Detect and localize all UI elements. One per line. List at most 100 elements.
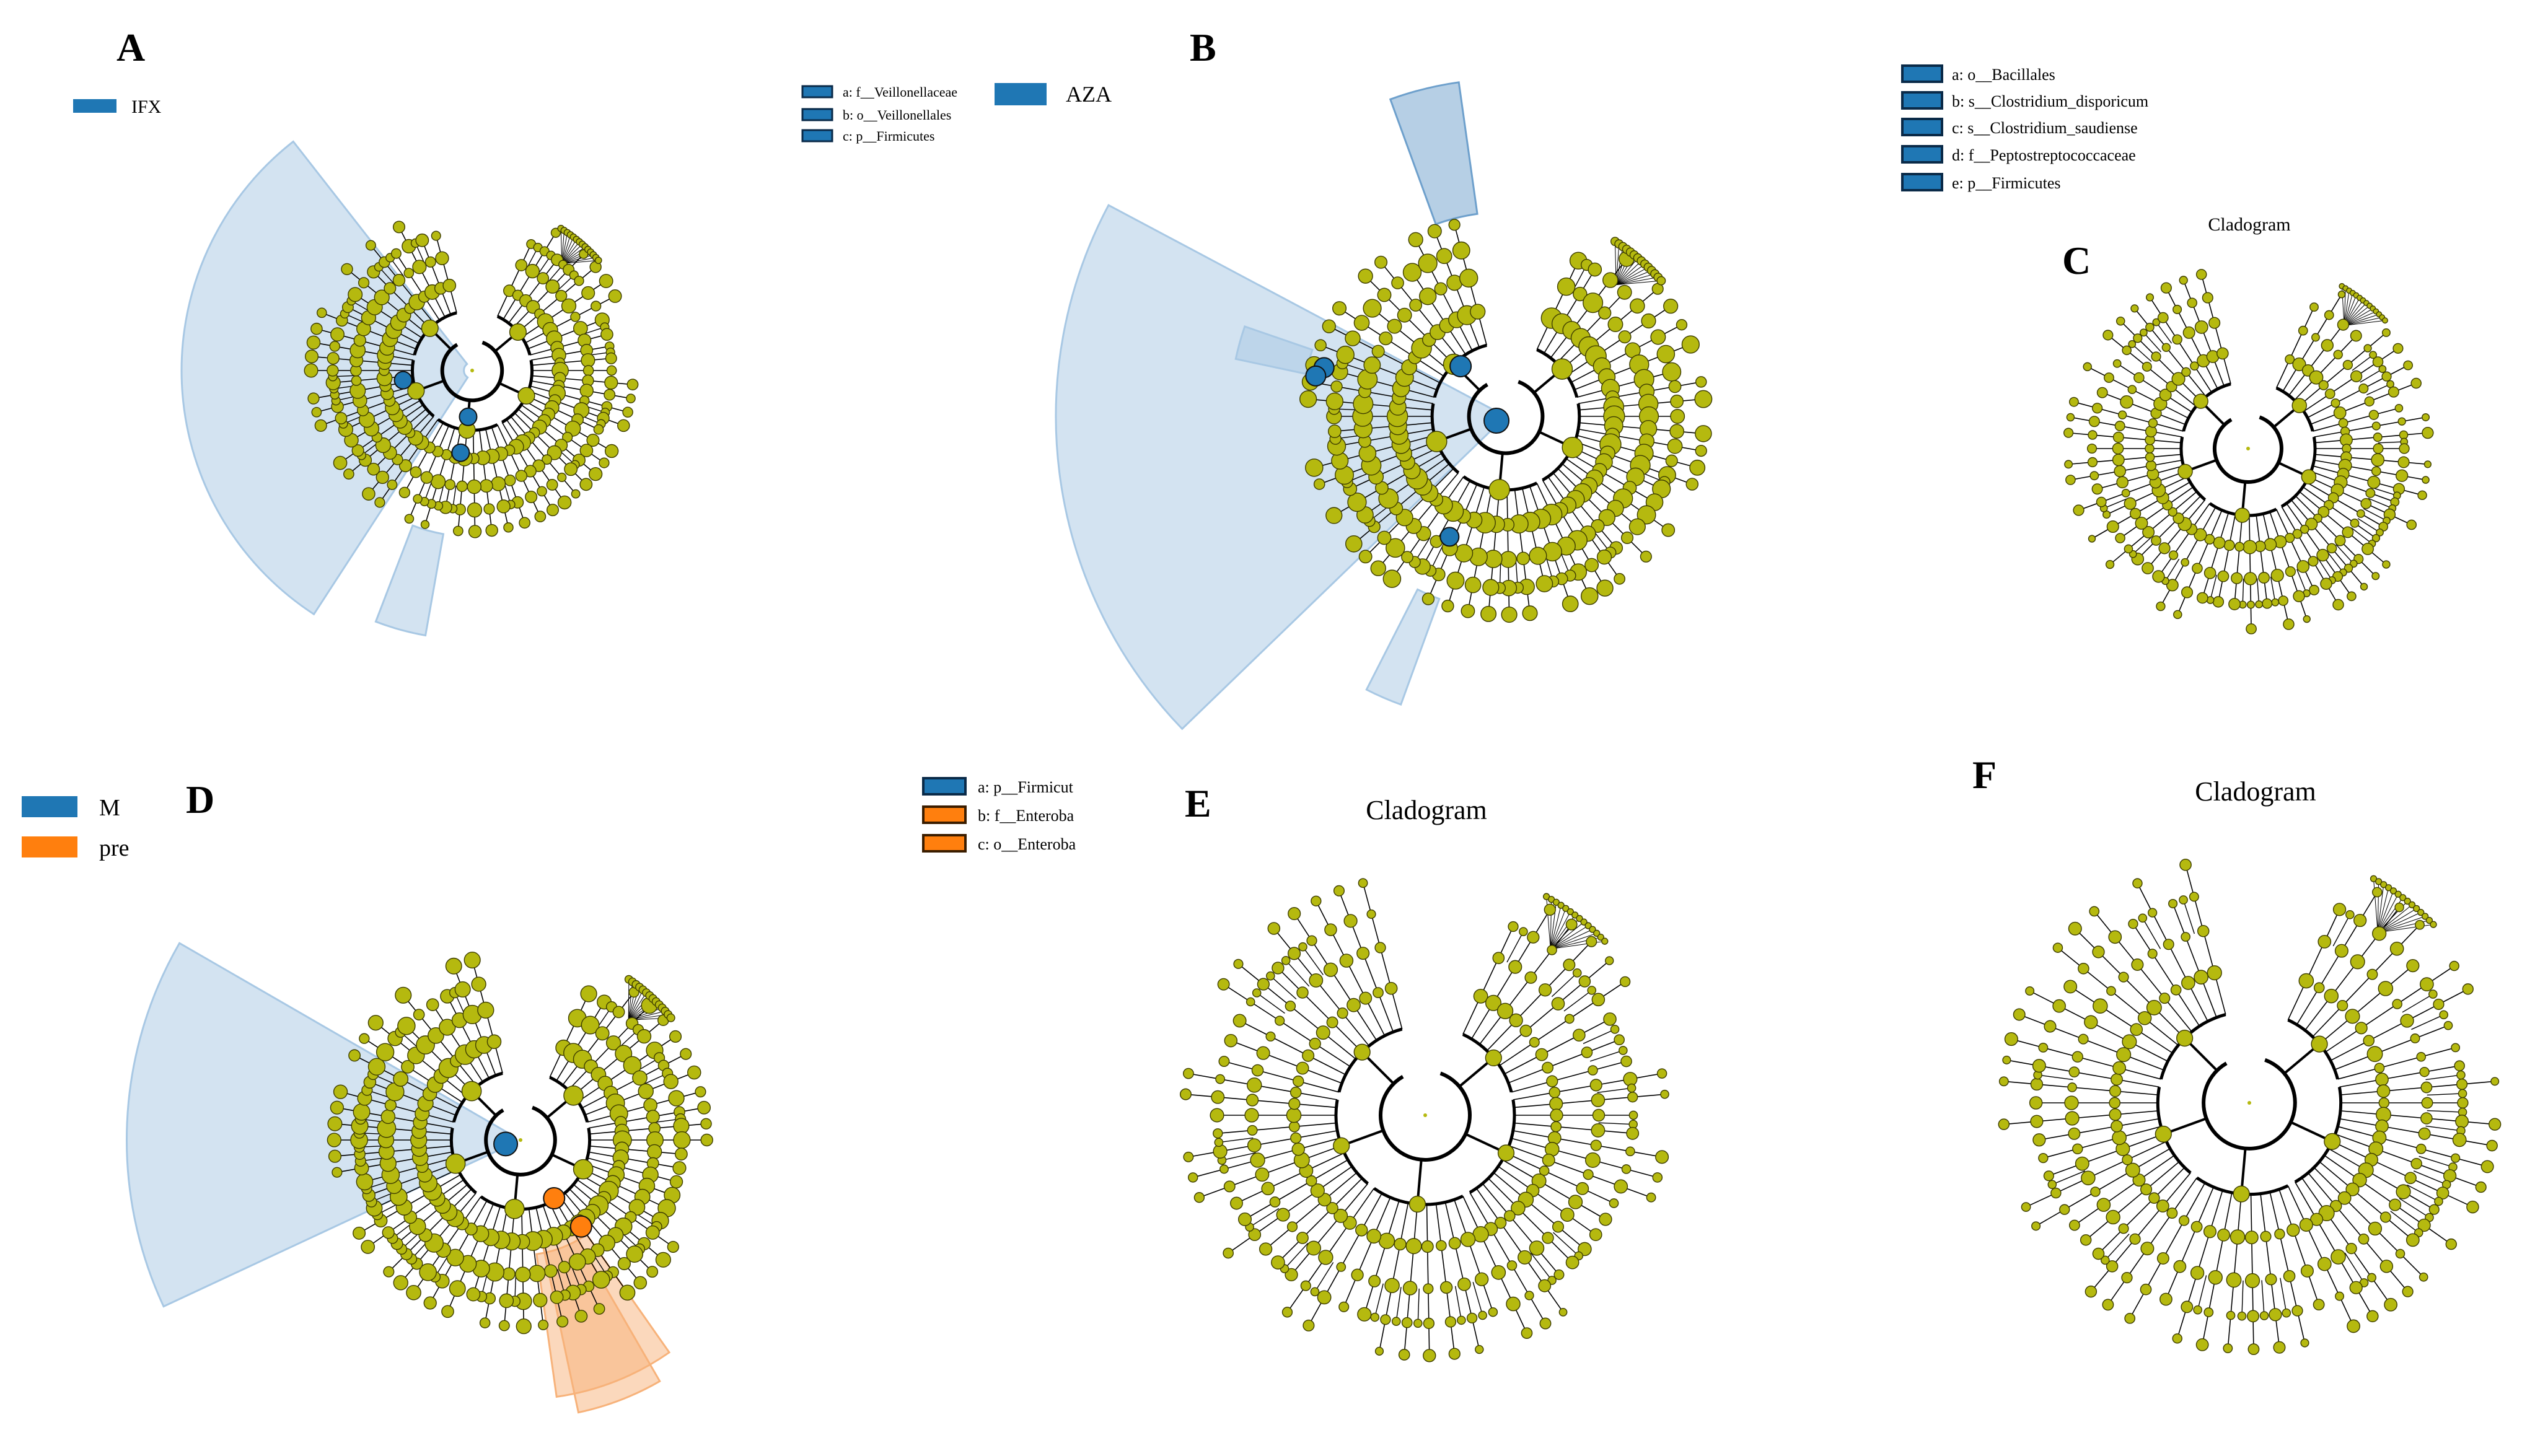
taxon-node bbox=[2059, 1204, 2070, 1215]
taxon-node bbox=[1591, 993, 1606, 1007]
taxon-node bbox=[2392, 999, 2402, 1009]
taxon-node bbox=[461, 1081, 482, 1102]
taxon-node bbox=[2047, 1180, 2057, 1190]
branch bbox=[2287, 1185, 2307, 1226]
taxon-node bbox=[1444, 1316, 1457, 1328]
taxon-node bbox=[1589, 926, 1596, 933]
taxon-node bbox=[2247, 1310, 2259, 1323]
branch bbox=[2319, 950, 2342, 988]
taxon-node bbox=[2159, 388, 2172, 401]
branch bbox=[1544, 1170, 1583, 1190]
taxon-node bbox=[330, 1100, 344, 1115]
taxon-node bbox=[1398, 1349, 1410, 1361]
taxon-node bbox=[515, 470, 527, 482]
taxon-node bbox=[586, 434, 600, 447]
taxon-node bbox=[2106, 1209, 2120, 1225]
taxon-node bbox=[2331, 398, 2340, 408]
taxon-node bbox=[2228, 598, 2241, 610]
taxon-node bbox=[1620, 531, 1634, 545]
taxon-node bbox=[2321, 339, 2334, 352]
branch bbox=[1296, 1092, 1338, 1100]
taxon-node bbox=[2311, 1035, 2328, 1053]
taxon-node bbox=[604, 375, 618, 390]
branch bbox=[1193, 1169, 1224, 1178]
taxon-node bbox=[2345, 1182, 2360, 1196]
taxon-node bbox=[1497, 1144, 1515, 1162]
taxon-node bbox=[2109, 1085, 2122, 1097]
branch bbox=[2187, 983, 2208, 1022]
taxon-node bbox=[1566, 908, 1574, 916]
taxon-node bbox=[1325, 392, 1344, 411]
taxon-node bbox=[2301, 469, 2317, 485]
taxon-node bbox=[485, 524, 498, 537]
taxon-node bbox=[2106, 520, 2119, 533]
taxon-node bbox=[353, 1226, 366, 1240]
taxon-node bbox=[2124, 1312, 2136, 1324]
branch bbox=[1550, 929, 1593, 950]
taxon-node bbox=[604, 388, 616, 401]
branch bbox=[2172, 491, 2197, 512]
phylum-branch bbox=[2212, 415, 2283, 484]
taxon-node bbox=[2021, 1202, 2031, 1212]
taxon-node bbox=[2063, 428, 2074, 438]
taxon-node bbox=[1323, 962, 1338, 977]
biomarker-legend-b: a: o__Bacillales b: s__Clostridium_dispo… bbox=[1901, 64, 2148, 192]
taxon-node bbox=[2168, 507, 2177, 517]
taxon-node bbox=[1371, 344, 1385, 358]
branch bbox=[1275, 1180, 1312, 1203]
branch bbox=[1547, 1051, 1588, 1068]
taxon-node bbox=[1230, 1196, 1243, 1210]
branch bbox=[2372, 487, 2397, 496]
taxon-node bbox=[2030, 1115, 2044, 1128]
taxon-node bbox=[410, 466, 422, 478]
branch bbox=[2223, 1192, 2233, 1235]
taxon-node bbox=[343, 468, 354, 480]
taxon-node bbox=[1597, 934, 1604, 941]
taxon-node bbox=[1598, 306, 1612, 320]
taxon-node bbox=[2128, 919, 2138, 929]
taxon-node bbox=[1255, 1167, 1270, 1182]
taxon-node bbox=[2067, 1082, 2077, 1092]
taxon-node bbox=[419, 1263, 437, 1281]
taxon-node bbox=[415, 233, 429, 247]
taxon-node bbox=[367, 1015, 384, 1031]
taxon-node bbox=[2371, 466, 2381, 476]
taxon-node bbox=[2364, 396, 2375, 407]
cladogram-tree-f bbox=[1998, 859, 2502, 1356]
taxon-node bbox=[2112, 431, 2124, 443]
taxon-node bbox=[2155, 1125, 2172, 1143]
taxon-node bbox=[2179, 276, 2188, 285]
taxon-node bbox=[2374, 1063, 2385, 1074]
taxon-node bbox=[1223, 1180, 1236, 1193]
taxon-node bbox=[632, 1070, 648, 1086]
branch bbox=[1361, 1193, 1382, 1230]
taxon-node bbox=[1459, 268, 1478, 288]
taxon-node bbox=[1591, 1123, 1606, 1138]
taxon-node bbox=[480, 479, 493, 493]
taxon-node bbox=[1564, 1014, 1575, 1024]
taxon-node bbox=[604, 444, 619, 458]
taxon-node bbox=[367, 462, 380, 476]
taxon-node bbox=[2121, 1271, 2133, 1284]
branch bbox=[1218, 1129, 1253, 1134]
branch bbox=[1391, 988, 1403, 1030]
taxon-node bbox=[1599, 1213, 1612, 1226]
biomarker-swatch bbox=[1901, 173, 1943, 191]
branch bbox=[1499, 1042, 1535, 1066]
taxon-node bbox=[2093, 998, 2108, 1014]
taxon-node bbox=[1573, 286, 1588, 302]
legend-swatch-m bbox=[22, 796, 77, 817]
taxon-node bbox=[1357, 1307, 1372, 1322]
branch bbox=[2381, 1071, 2425, 1081]
taxon-node bbox=[2166, 579, 2179, 592]
taxon-node bbox=[1584, 1152, 1601, 1168]
taxon-node bbox=[1522, 605, 1538, 621]
branch bbox=[1285, 960, 1310, 987]
taxon-node bbox=[1247, 1077, 1262, 1093]
taxon-node bbox=[442, 278, 457, 292]
taxon-node bbox=[2458, 1089, 2467, 1099]
taxon-node bbox=[1247, 1125, 1258, 1136]
taxon-node bbox=[1656, 276, 1666, 286]
taxon-node bbox=[332, 1167, 343, 1178]
taxon-node bbox=[1289, 1086, 1302, 1099]
